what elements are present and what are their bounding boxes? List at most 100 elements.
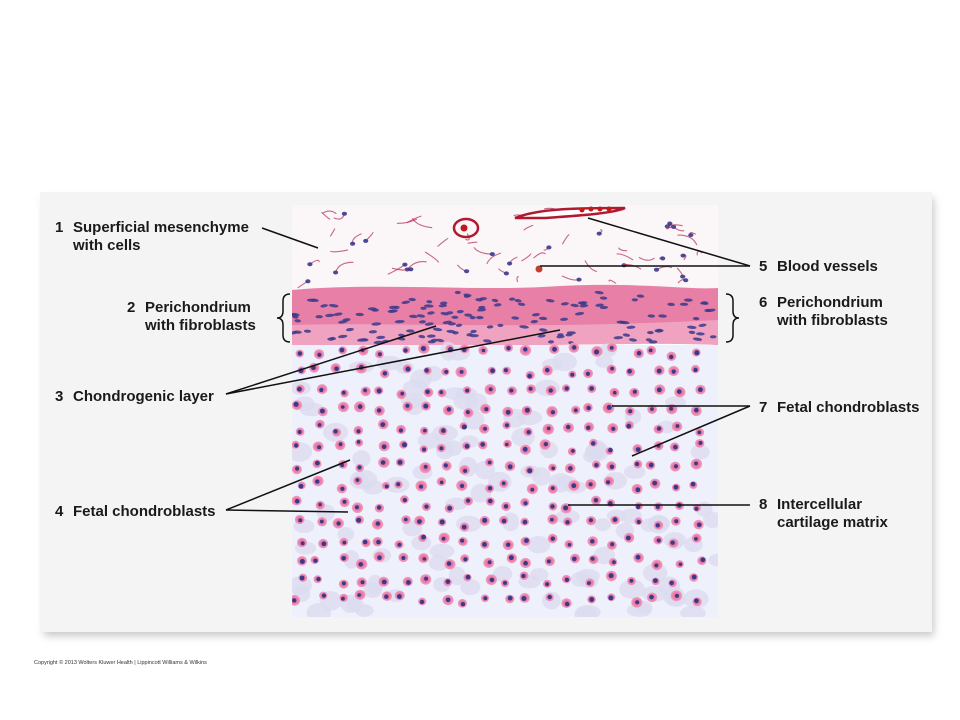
fibroblast-nucleus xyxy=(355,312,364,317)
mesenchyme-fiber xyxy=(677,234,698,246)
chondroblast-nucleus xyxy=(402,442,407,448)
chondroblast-nucleus xyxy=(545,582,550,587)
fibroblast-nucleus xyxy=(464,313,473,317)
mesenchyme-cell-nucleus xyxy=(489,252,495,257)
chondroblast-nucleus xyxy=(446,561,452,566)
leader-3b xyxy=(225,329,561,395)
fibroblast-nucleus xyxy=(519,325,529,329)
fibroblast-nucleus xyxy=(451,315,459,319)
chondroblast-nucleus xyxy=(547,594,552,600)
matrix-lacuna xyxy=(460,578,481,596)
chondroblast-nucleus xyxy=(382,371,388,376)
red-blood-cell xyxy=(460,224,468,232)
fibroblast-nucleus xyxy=(408,297,416,302)
chondroblast-nucleus xyxy=(608,595,614,601)
chondroblast-nucleus xyxy=(565,520,570,525)
mesenchyme-cell-nucleus xyxy=(653,267,660,272)
fibroblast-nucleus xyxy=(645,338,653,342)
mesenchyme-cell-nucleus xyxy=(503,271,509,276)
chondroblast-nucleus xyxy=(594,463,599,468)
chondroblast-nucleus xyxy=(588,518,594,523)
perichondrium-fibroblasts xyxy=(292,290,717,345)
copyright-notice: Copyright © 2013 Wolters Kluwer Health |… xyxy=(34,660,207,666)
chondroblast-nucleus xyxy=(483,596,488,601)
chondroblast-nucleus xyxy=(417,519,422,524)
matrix-lacuna xyxy=(555,509,580,524)
chondroblast-nucleus xyxy=(608,573,614,579)
chondroblast-nucleus xyxy=(613,390,617,395)
fibroblast-nucleus xyxy=(424,322,434,326)
chondroblast-nucleus xyxy=(358,562,364,567)
fibroblast-nucleus xyxy=(692,316,700,321)
chondroblast-nucleus xyxy=(336,521,341,526)
fibroblast-nucleus xyxy=(454,290,461,295)
chondroblast-nucleus xyxy=(566,424,571,430)
chondroblast-nucleus xyxy=(507,464,513,470)
matrix-lacunae xyxy=(292,341,718,617)
chondroblast-nucleus xyxy=(521,596,527,601)
chondroblast-nucleus xyxy=(700,557,706,563)
chondroblast-nucleus xyxy=(461,524,467,530)
chondroblast-nucleus xyxy=(694,506,699,511)
fibroblast-nucleus xyxy=(626,325,636,329)
chondroblast-nucleus xyxy=(357,404,363,409)
chondroblast-nucleus xyxy=(445,597,451,603)
chondroblast-nucleus xyxy=(480,442,486,447)
fibroblast-nucleus xyxy=(613,336,624,340)
chondroblast-nucleus xyxy=(550,517,554,522)
mesenchyme-cell-nucleus xyxy=(507,261,513,266)
chondroblast-nucleus xyxy=(298,518,303,523)
chondroblast-nucleus xyxy=(483,426,487,431)
chondroblast-nucleus xyxy=(463,557,468,562)
fibroblast-nucleus xyxy=(636,294,645,298)
chondroblast-nucleus xyxy=(675,424,680,428)
chondroblast-nucleus xyxy=(594,349,599,355)
chondroblast-nucleus xyxy=(610,542,615,547)
leader-7b xyxy=(631,405,751,457)
fibroblast-nucleus xyxy=(470,329,477,334)
mesenchyme-fiber xyxy=(561,234,570,245)
chondroblast-nucleus xyxy=(447,505,453,511)
chondroblast-nucleus xyxy=(375,521,381,526)
matrix-lacuna xyxy=(306,603,331,617)
mesenchyme-cell-nucleus xyxy=(596,231,602,236)
chondroblast-nucleus xyxy=(506,542,511,547)
chondroblast-nucleus xyxy=(333,429,338,434)
fibroblast-nucleus xyxy=(292,331,298,335)
chondroblast-nucleus xyxy=(590,539,595,544)
fibroblast-nucleus xyxy=(342,318,351,322)
chondroblast-nucleus xyxy=(507,595,513,601)
chondroblast-nucleus xyxy=(509,388,514,393)
chondroblast-nucleus xyxy=(482,542,487,547)
fibroblast-nucleus xyxy=(557,333,564,337)
chondroblast-nucleus xyxy=(655,505,660,509)
chondroblast-nucleus xyxy=(445,579,451,584)
chondroblast-nucleus xyxy=(655,523,660,528)
chondroblast-nucleus xyxy=(675,593,679,598)
fibroblast-nucleus xyxy=(622,333,631,337)
chondroblast-nucleus xyxy=(490,368,495,374)
chondroblast-nucleus xyxy=(465,574,471,580)
matrix-lacuna xyxy=(299,402,324,417)
fibroblast-nucleus xyxy=(418,334,426,339)
chondroblast-nucleus xyxy=(635,600,640,605)
fibroblast-nucleus xyxy=(438,304,448,308)
chondroblast-nucleus xyxy=(503,580,507,585)
chondroblast-nucleus xyxy=(444,369,449,374)
fibroblast-nucleus xyxy=(560,317,568,321)
chondroblast-cells xyxy=(292,342,707,608)
chondroblast-nucleus xyxy=(627,368,632,374)
chondroblast-nucleus xyxy=(341,581,346,586)
fibroblast-nucleus xyxy=(560,302,569,306)
matrix-lacuna xyxy=(708,553,718,567)
chondroblast-nucleus xyxy=(528,386,533,391)
chondroblast-nucleus xyxy=(628,409,633,414)
matrix-lacuna xyxy=(429,543,455,559)
chondroblast-nucleus xyxy=(298,483,304,489)
mesenchyme-fiber xyxy=(696,250,703,256)
chondroblast-nucleus xyxy=(586,405,591,411)
fibroblast-nucleus xyxy=(442,320,453,325)
